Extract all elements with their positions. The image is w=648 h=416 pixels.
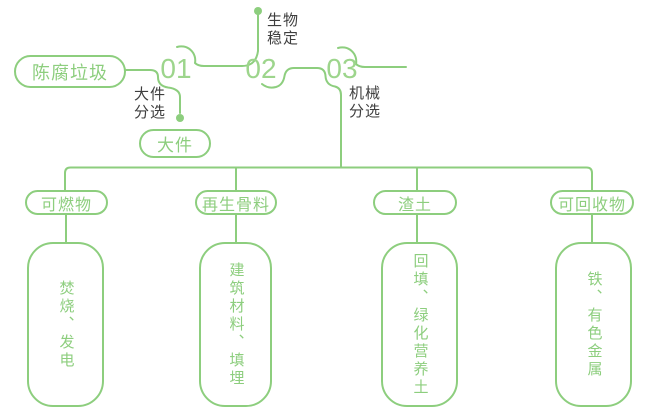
edge-step1-to-step2 [176, 14, 259, 67]
node-result-incineration: 焚烧、发电 [27, 242, 104, 407]
node-result-building-material: 建筑材料、填埋 [199, 242, 272, 407]
step3-process-label: 机械 分选 [349, 85, 382, 120]
category-label: 再生骨料 [201, 196, 270, 214]
dot-bulky [176, 114, 184, 122]
node-category-recycled-aggregate: 再生骨料 [195, 190, 277, 215]
edge-step2-to-step3 [261, 67, 342, 168]
category-label: 可燃物 [40, 196, 92, 214]
node-bulky-output: 大件 [139, 129, 211, 158]
edge-source-to-step1 [125, 69, 181, 114]
step-number-02: 02 [245, 53, 277, 84]
dot-bio [254, 7, 262, 15]
distribution-rail [64, 166, 593, 191]
edge-step3-tail [337, 46, 407, 68]
category-label: 渣土 [397, 196, 432, 214]
result-text: 回填、绿化营养土 [411, 252, 429, 397]
node-result-metals: 铁、有色金属 [555, 242, 632, 407]
step-number-01: 01 [160, 53, 192, 84]
category-label: 可回收物 [557, 196, 626, 214]
node-bulky-label: 大件 [157, 136, 193, 155]
node-source: 陈腐垃圾 [14, 55, 126, 88]
result-text: 铁、有色金属 [585, 270, 603, 379]
node-category-combustible: 可燃物 [25, 190, 108, 215]
result-text: 焚烧、发电 [57, 279, 75, 370]
step1-process-label: 大件 分选 [134, 86, 167, 121]
node-result-backfill: 回填、绿化营养土 [381, 242, 458, 407]
node-category-slag-soil: 渣土 [373, 190, 457, 215]
step2-process-label: 生物 稳定 [267, 12, 300, 47]
step-number-03: 03 [326, 53, 358, 84]
node-category-recyclable: 可回收物 [550, 190, 634, 215]
result-text: 建筑材料、填埋 [227, 261, 245, 388]
node-source-label: 陈腐垃圾 [32, 62, 108, 83]
